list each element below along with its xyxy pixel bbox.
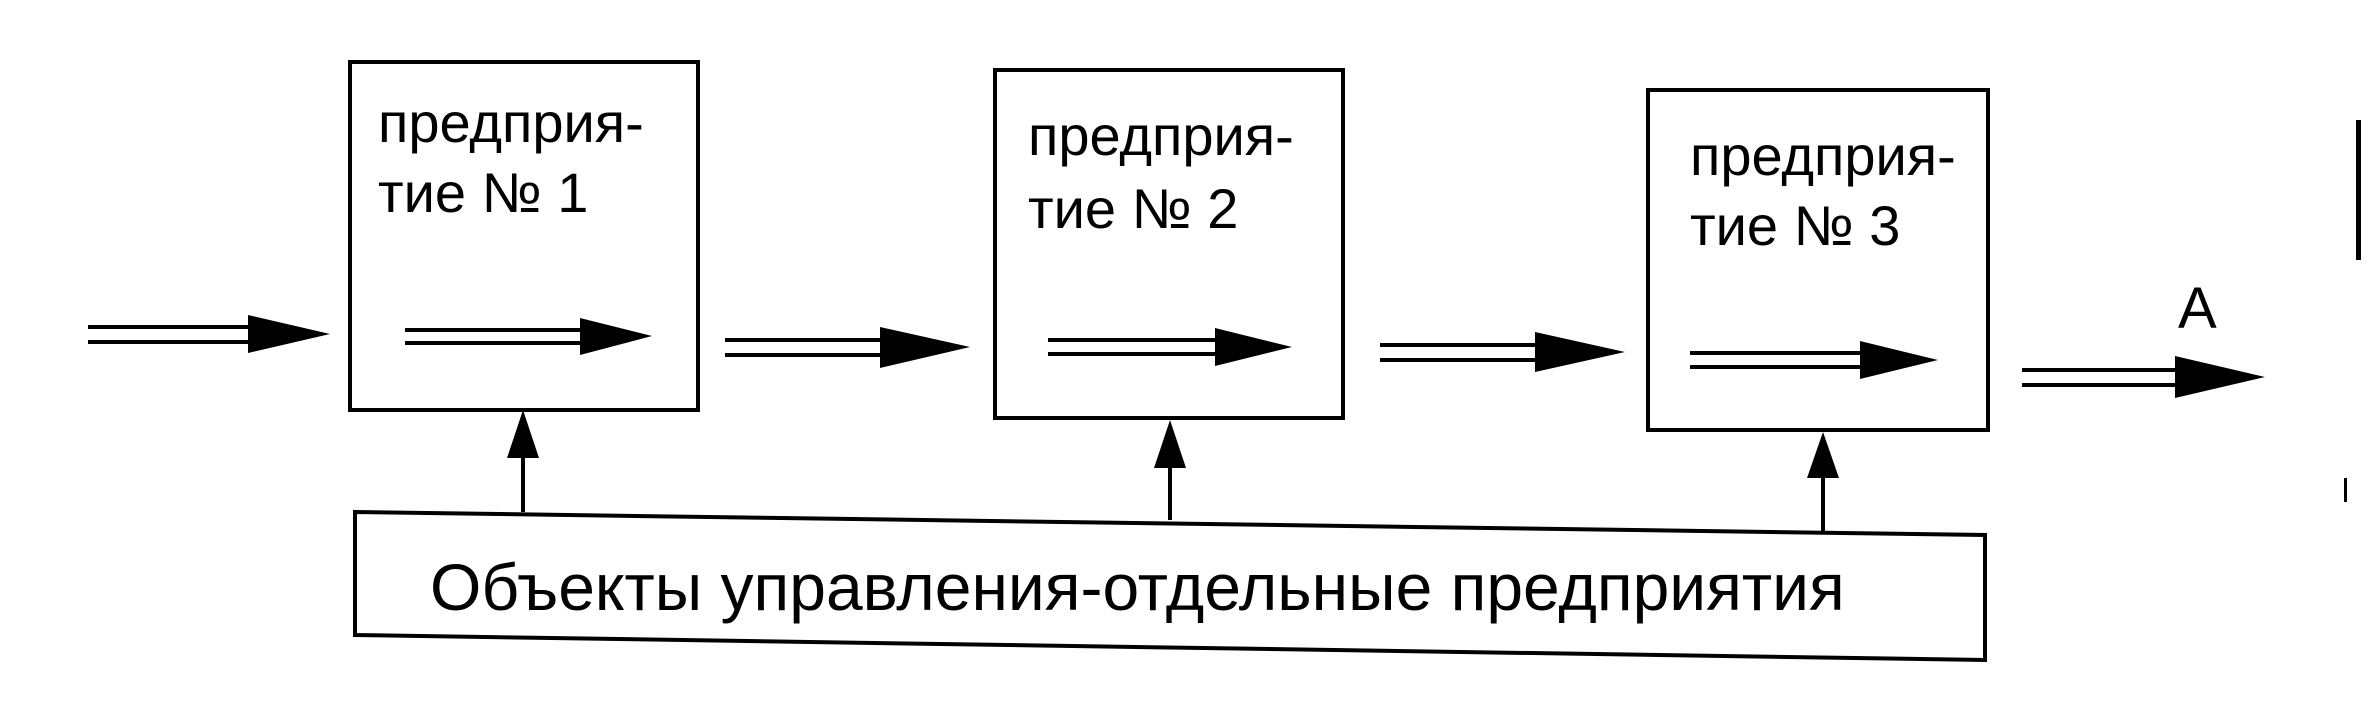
enterprise-box-2-frame <box>993 68 1345 420</box>
enterprise-box-1-line1: предприя- <box>378 91 644 154</box>
enterprise-box-3-line1: предприя- <box>1690 124 1956 187</box>
management-objects-bar-frame <box>353 509 1987 663</box>
enterprise-box-2-line1: предприя- <box>1028 104 1294 167</box>
enterprise-box-3-line2: тие № 3 <box>1690 194 1900 257</box>
control-arrow-1 <box>507 410 539 512</box>
internal-arrow-3 <box>1690 341 1938 379</box>
flow-arrow-1-2 <box>725 327 970 368</box>
scan-edge-mark <box>2356 120 2361 260</box>
enterprise-box-3: предприя- тие № 3 <box>1646 88 1990 432</box>
control-arrow-2 <box>1154 420 1186 520</box>
scan-artifacts <box>2344 120 2361 502</box>
management-objects-bar-label: Объекты управления-отдельные предприятия <box>430 550 1845 624</box>
control-arrow-3 <box>1807 432 1839 535</box>
output-label: А <box>2178 276 2217 341</box>
output-flow-arrow <box>2022 356 2265 398</box>
enterprise-box-2-line2: тие № 2 <box>1028 177 1238 240</box>
enterprise-box-3-frame <box>1646 88 1990 432</box>
enterprise-box-1-line2: тие № 1 <box>378 161 588 224</box>
input-flow-arrow <box>88 315 330 353</box>
internal-arrow-1 <box>405 318 652 355</box>
internal-arrow-2 <box>1048 328 1292 366</box>
enterprise-box-1-frame <box>348 60 700 412</box>
scan-edge-speck <box>2344 478 2347 502</box>
management-objects-bar: Объекты управления-отдельные предприятия <box>353 509 1987 663</box>
flow-arrow-2-3 <box>1380 332 1625 372</box>
enterprise-box-1: предприя- тие № 1 <box>348 60 700 412</box>
enterprise-box-2: предприя- тие № 2 <box>993 68 1345 420</box>
